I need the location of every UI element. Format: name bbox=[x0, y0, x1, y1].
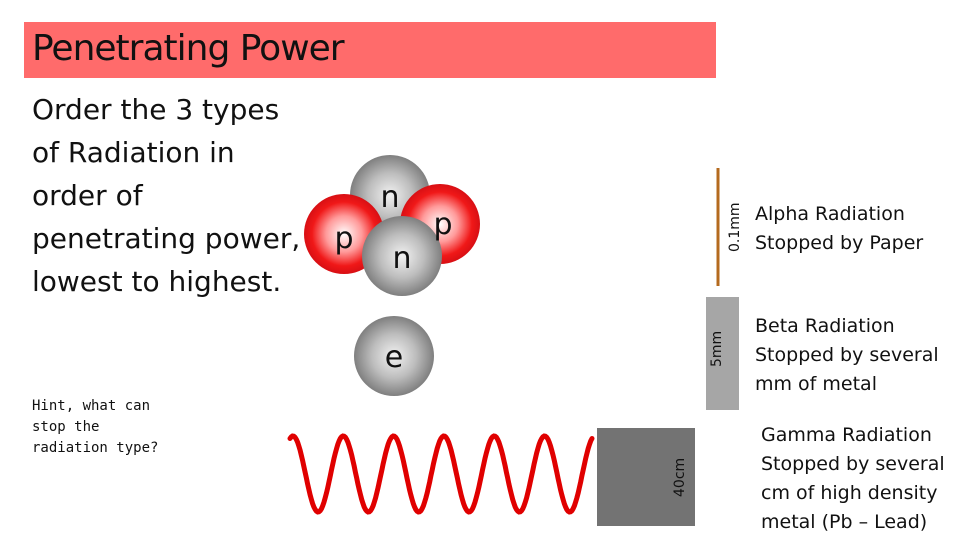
electron-label: e bbox=[385, 340, 403, 375]
lead-thickness-label: 40cm bbox=[672, 457, 688, 497]
gamma-name: Gamma Radiation bbox=[761, 424, 932, 446]
page-title: Penetrating Power bbox=[32, 28, 345, 69]
proton-right-label: p bbox=[433, 207, 452, 242]
gamma-stopper-line-2: cm of high density bbox=[761, 482, 938, 504]
alpha-name: Alpha Radiation bbox=[755, 203, 905, 225]
alpha-stopper: Stopped by Paper bbox=[755, 232, 924, 254]
beta-name: Beta Radiation bbox=[755, 315, 895, 337]
gamma-stopper-line-1: Stopped by several bbox=[761, 453, 945, 475]
neutron-back-label: n bbox=[380, 180, 399, 215]
paper-thickness-label: 0.1mm bbox=[727, 202, 743, 252]
neutron-front bbox=[362, 216, 442, 296]
beta-stopper-line-2: mm of metal bbox=[755, 373, 877, 395]
electron bbox=[354, 316, 434, 396]
gamma-description: Gamma Radiation Stopped by several cm of… bbox=[761, 421, 945, 537]
aluminium-thickness-label: 5mm bbox=[709, 330, 725, 367]
title-bar: Penetrating Power bbox=[24, 22, 716, 78]
hint-text: Hint, what can stop the radiation type? bbox=[32, 398, 159, 456]
beta-stopper-line-1: Stopped by several bbox=[755, 344, 939, 366]
proton-left-label: p bbox=[334, 221, 353, 256]
beta-particle: e bbox=[354, 316, 434, 396]
alpha-particle: n p n p bbox=[304, 155, 480, 296]
beta-description: Beta Radiation Stopped by several mm of … bbox=[755, 312, 939, 399]
aluminium-barrier bbox=[706, 297, 739, 410]
lead-barrier bbox=[597, 428, 695, 526]
alpha-description: Alpha Radiation Stopped by Paper bbox=[755, 200, 923, 258]
gamma-wave bbox=[287, 433, 595, 515]
question-text: Order the 3 types of Radiation in order … bbox=[32, 93, 301, 298]
neutron-front-label: n bbox=[392, 241, 411, 276]
gamma-stopper-line-3: metal (Pb – Lead) bbox=[761, 511, 928, 533]
